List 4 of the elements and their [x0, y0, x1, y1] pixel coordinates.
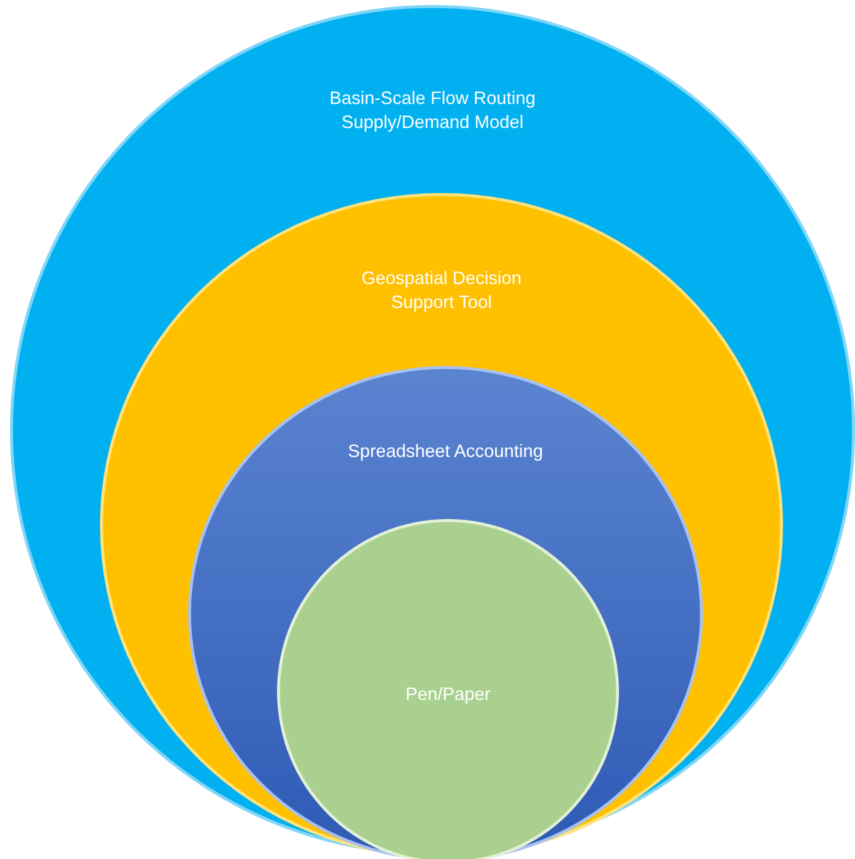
region-label: Basin-Scale Flow Routing Supply/Demand Model	[328, 87, 537, 134]
region-label: Pen/Paper	[404, 683, 492, 706]
region-label: Spreadsheet Accounting	[346, 440, 544, 463]
region-label: Geospatial Decision Support Tool	[360, 267, 523, 314]
